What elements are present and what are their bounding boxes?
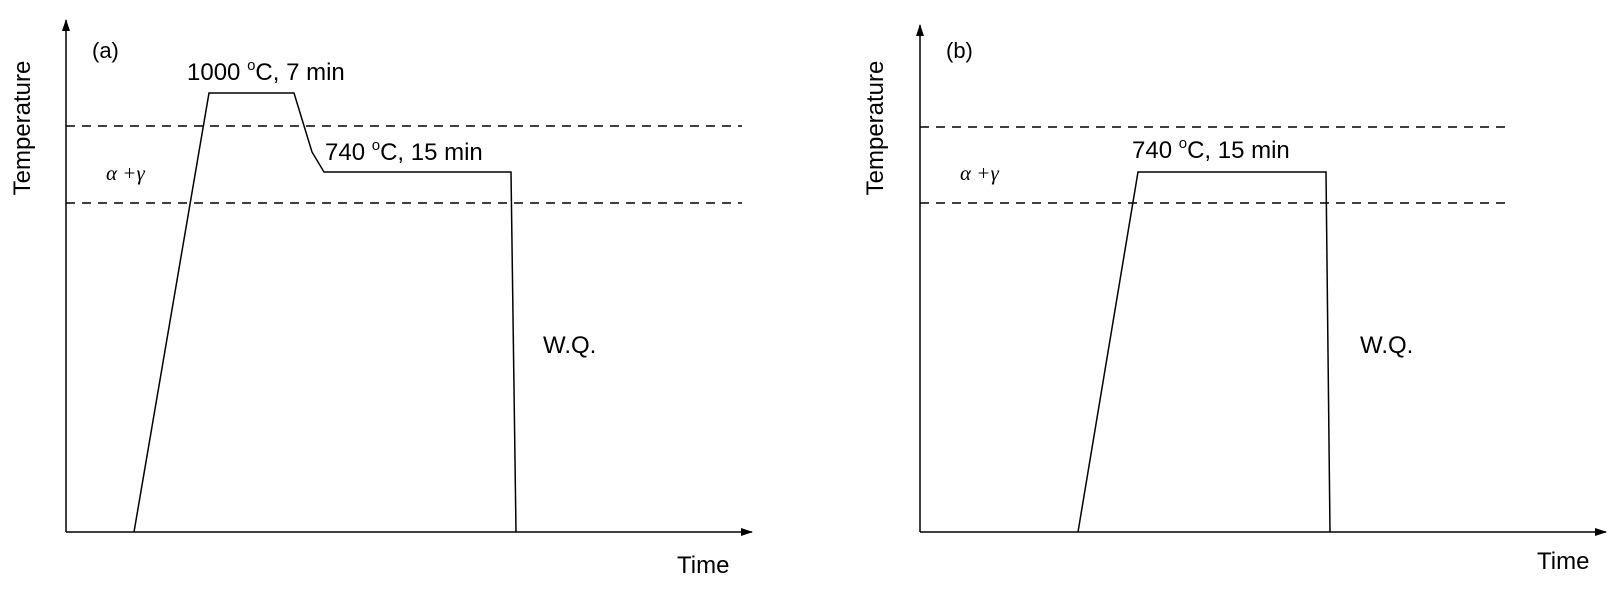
panel-b: (b) 740 oC, 15 min α +γ W.Q. Temperature… <box>862 24 1607 575</box>
heat-treatment-profile <box>1077 171 1331 533</box>
degree-sign: o <box>247 57 255 74</box>
heat-treatment-profile <box>133 92 517 533</box>
quench-label: W.Q. <box>1360 332 1413 359</box>
step-label-intercritical: 740 oC, 15 min <box>325 137 483 166</box>
y-axis-title: Temperature <box>862 61 889 196</box>
degree-sign: o <box>1179 135 1187 152</box>
panel-label: (b) <box>946 38 973 63</box>
x-axis-title: Time <box>677 552 729 579</box>
degree-sign: o <box>372 137 380 154</box>
step-label-intercritical: 740 oC, 15 min <box>1132 135 1290 164</box>
phase-region-label: α +γ <box>960 161 999 185</box>
quench-label: W.Q. <box>543 332 596 359</box>
y-axis-title: Temperature <box>9 61 36 196</box>
step-label-austenitize: 1000 oC, 7 min <box>187 57 345 86</box>
x-axis-title: Time <box>1537 548 1589 575</box>
phase-region-label: α +γ <box>106 161 145 185</box>
panel-a: (a) 1000 oC, 7 min 740 oC, 15 min α +γ W… <box>9 19 753 579</box>
panel-label: (a) <box>92 38 119 63</box>
